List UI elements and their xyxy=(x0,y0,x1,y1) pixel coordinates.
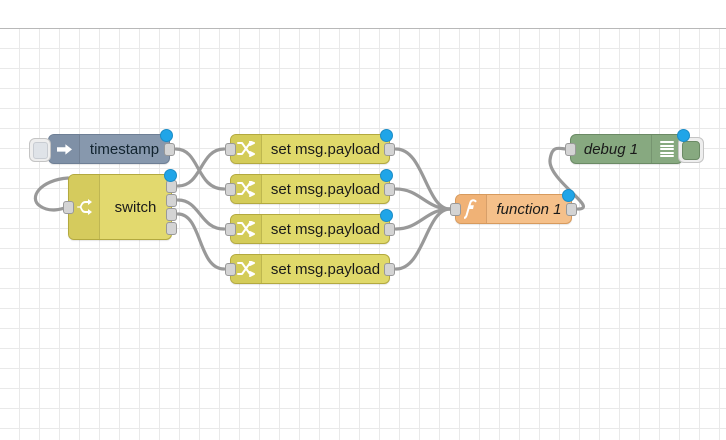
change-swap-icon xyxy=(231,135,262,163)
node-change-3[interactable]: set msg.payload xyxy=(225,209,395,244)
node-change-4[interactable]: set msg.payload xyxy=(225,254,395,284)
inject-arrow-icon xyxy=(49,135,80,163)
change-swap-icon xyxy=(231,175,262,203)
wire-switch2-to-change4 xyxy=(176,212,226,271)
node-label-change-3: set msg.payload xyxy=(270,220,381,238)
debug-lines-glyph xyxy=(660,141,674,157)
port-output-change-4[interactable] xyxy=(384,263,395,276)
wire-switch-self-loop xyxy=(33,176,70,212)
port-output-switch-0[interactable] xyxy=(166,180,177,193)
function-f-icon xyxy=(456,195,487,223)
node-debug-1[interactable]: debug 1 xyxy=(565,129,704,164)
port-output-switch-1[interactable] xyxy=(166,194,177,207)
port-output-change-2[interactable] xyxy=(384,183,395,196)
port-input-change-3[interactable] xyxy=(225,223,236,236)
changed-indicator-switch xyxy=(164,169,177,182)
node-inject-timestamp[interactable]: timestamp xyxy=(29,129,175,164)
node-function-1[interactable]: function 1 xyxy=(450,189,577,224)
node-label-function-1: function 1 xyxy=(496,200,562,218)
switch-branch-icon xyxy=(69,175,100,239)
port-input-change-1[interactable] xyxy=(225,143,236,156)
changed-indicator-debug-1 xyxy=(677,129,690,142)
inject-trigger-button[interactable] xyxy=(29,138,51,162)
node-label-change-4: set msg.payload xyxy=(270,260,381,278)
workspace-top-divider xyxy=(0,28,726,29)
wire-function-to-debug xyxy=(548,146,586,211)
port-output-switch-3[interactable] xyxy=(166,222,177,235)
node-label-switch: switch xyxy=(114,198,157,216)
wire-switch1-to-change3 xyxy=(176,198,226,231)
node-label-debug-1: debug 1 xyxy=(583,140,639,158)
node-label-inject: timestamp xyxy=(89,140,160,158)
change-swap-icon xyxy=(231,255,262,283)
changed-indicator-inject xyxy=(160,129,173,142)
change-swap-icon xyxy=(231,215,262,243)
node-change-2[interactable]: set msg.payload xyxy=(225,169,395,204)
changed-indicator-change-2 xyxy=(380,169,393,182)
debug-lines-icon xyxy=(651,135,682,163)
debug-enable-toggle-button[interactable] xyxy=(678,137,704,163)
port-input-function-1[interactable] xyxy=(450,203,461,216)
port-output-inject[interactable] xyxy=(164,143,175,156)
port-input-switch[interactable] xyxy=(63,201,74,214)
wire-switch0-to-change1 xyxy=(176,147,226,188)
node-label-change-2: set msg.payload xyxy=(270,180,381,198)
port-output-change-1[interactable] xyxy=(384,143,395,156)
node-label-change-1: set msg.payload xyxy=(270,140,381,158)
changed-indicator-change-3 xyxy=(380,209,393,222)
port-output-change-3[interactable] xyxy=(384,223,395,236)
debug-toggle-glyph xyxy=(682,140,700,160)
inject-trigger-glyph xyxy=(32,141,48,159)
port-input-debug-1[interactable] xyxy=(565,143,576,156)
port-input-change-2[interactable] xyxy=(225,183,236,196)
wire-change4-to-function xyxy=(394,207,452,271)
node-switch[interactable]: switch xyxy=(63,169,177,240)
node-change-1[interactable]: set msg.payload xyxy=(225,129,395,164)
port-output-switch-2[interactable] xyxy=(166,208,177,221)
port-input-change-4[interactable] xyxy=(225,263,236,276)
changed-indicator-function-1 xyxy=(562,189,575,202)
port-output-function-1[interactable] xyxy=(566,203,577,216)
changed-indicator-change-1 xyxy=(380,129,393,142)
